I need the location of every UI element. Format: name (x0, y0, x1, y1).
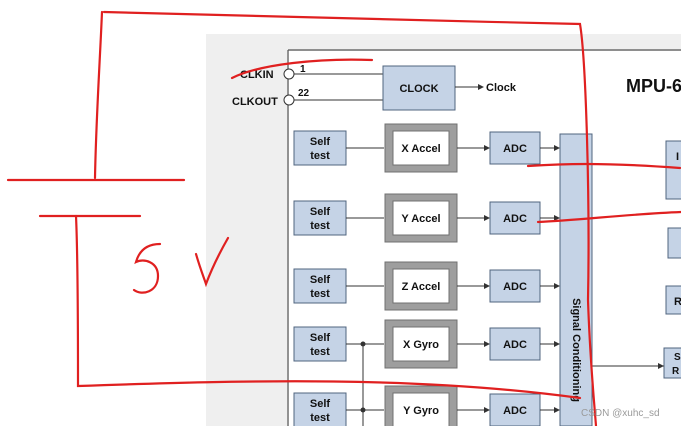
red-line-2 (536, 210, 681, 224)
selftest-label-line2: test (310, 220, 330, 232)
sensor-label: Y Accel (401, 213, 440, 225)
clock-block (382, 65, 456, 111)
signal-conditioning-block (559, 133, 593, 426)
adc-block (489, 327, 541, 361)
chip-area (289, 51, 681, 426)
adc-label: ADC (503, 213, 527, 225)
channel-row: Self test Y Accel ADC (293, 193, 560, 243)
watermark: CSDN @xuhc_sd (581, 408, 660, 419)
selftest-label-line1: Self (310, 332, 331, 344)
sensor-to-adc-arrow (484, 283, 490, 289)
clkin-pin-number: 1 (300, 64, 306, 75)
handwritten-5 (132, 242, 162, 294)
right-block-4 (663, 347, 681, 379)
right-block-2 (667, 227, 681, 259)
selftest-label-line1: Self (310, 274, 331, 286)
clock-block-label: CLOCK (399, 83, 438, 95)
right-block-3-letter: R (674, 296, 681, 308)
selftest-label-line2: test (310, 288, 330, 300)
adc-label: ADC (503, 339, 527, 351)
selftest-block (293, 200, 347, 236)
chip-title: MPU-6 (626, 76, 681, 96)
handwritten-v (194, 236, 230, 288)
selftest-block (293, 130, 347, 166)
channel-row: Self test X Accel ADC (293, 123, 560, 173)
adc-to-signal-arrow (554, 145, 560, 151)
sensor-to-adc-arrow (484, 215, 490, 221)
right-partial-blocks: I R S R (592, 140, 681, 379)
clkout-label: CLKOUT (232, 96, 278, 108)
junction-dot (360, 407, 366, 413)
red-clkin-mark (230, 58, 374, 80)
selftest-label-line1: Self (310, 398, 331, 410)
clkout-pin (283, 94, 295, 106)
adc-to-signal-arrow (554, 283, 560, 289)
chip-boundary (287, 49, 681, 426)
sensor-inner (392, 130, 450, 166)
red-wire-top-right (102, 10, 598, 426)
right-block-4-letter-b: R (672, 366, 680, 377)
right-block-3 (665, 285, 681, 315)
adc-block (489, 393, 541, 426)
red-line-1 (526, 162, 681, 170)
clock-output-arrow (478, 84, 484, 90)
sensor-inner (392, 200, 450, 236)
selftest-label-line2: test (310, 346, 330, 358)
adc-block (489, 269, 541, 303)
selftest-block (293, 268, 347, 304)
selftest-block (293, 392, 347, 426)
red-wire-left-top (93, 10, 104, 180)
sensor-to-adc-arrow (484, 145, 490, 151)
adc-to-signal-arrow (554, 341, 560, 347)
signal-out-arrow (658, 363, 664, 369)
adc-block (489, 131, 541, 165)
channel-row: Self test X Gyro ADC (293, 319, 560, 369)
selftest-label-line2: test (310, 150, 330, 162)
adc-to-signal-arrow (554, 215, 560, 221)
selftest-label-line1: Self (310, 136, 331, 148)
adc-to-signal-arrow (554, 407, 560, 413)
clock-output-label: Clock (486, 82, 517, 94)
right-block-1 (665, 140, 681, 200)
right-block-1-letter: I (676, 151, 679, 163)
right-block-4-letter: S (674, 352, 681, 363)
selftest-label-line2: test (310, 412, 330, 424)
selftest-label-line1: Self (310, 206, 331, 218)
clkin-label: CLKIN (240, 69, 274, 81)
adc-label: ADC (503, 405, 527, 417)
sensor-label: X Accel (401, 143, 440, 155)
adc-block (489, 201, 541, 235)
sensor-label: X Gyro (403, 339, 439, 351)
junction-dot (360, 341, 366, 347)
sensor-to-adc-arrow (484, 341, 490, 347)
clkout-pin-number: 22 (298, 88, 310, 99)
clkin-pin (283, 68, 295, 80)
sensor-inner (392, 392, 450, 426)
selftest-block (293, 326, 347, 362)
sensor-inner (392, 268, 450, 304)
sensor-label: Y Gyro (403, 405, 439, 417)
adc-label: ADC (503, 143, 527, 155)
signal-conditioning-label: Signal Conditioning (570, 298, 582, 402)
handwritten-annotation (6, 10, 681, 426)
sensor-to-adc-arrow (484, 407, 490, 413)
channel-row: Self test Y Gyro ADC (293, 385, 560, 426)
red-wire-bottom (74, 214, 582, 400)
channel-row: Self test Z Accel ADC (293, 261, 560, 311)
sensor-label: Z Accel (402, 281, 441, 293)
sensor-inner (392, 326, 450, 362)
adc-label: ADC (503, 281, 527, 293)
